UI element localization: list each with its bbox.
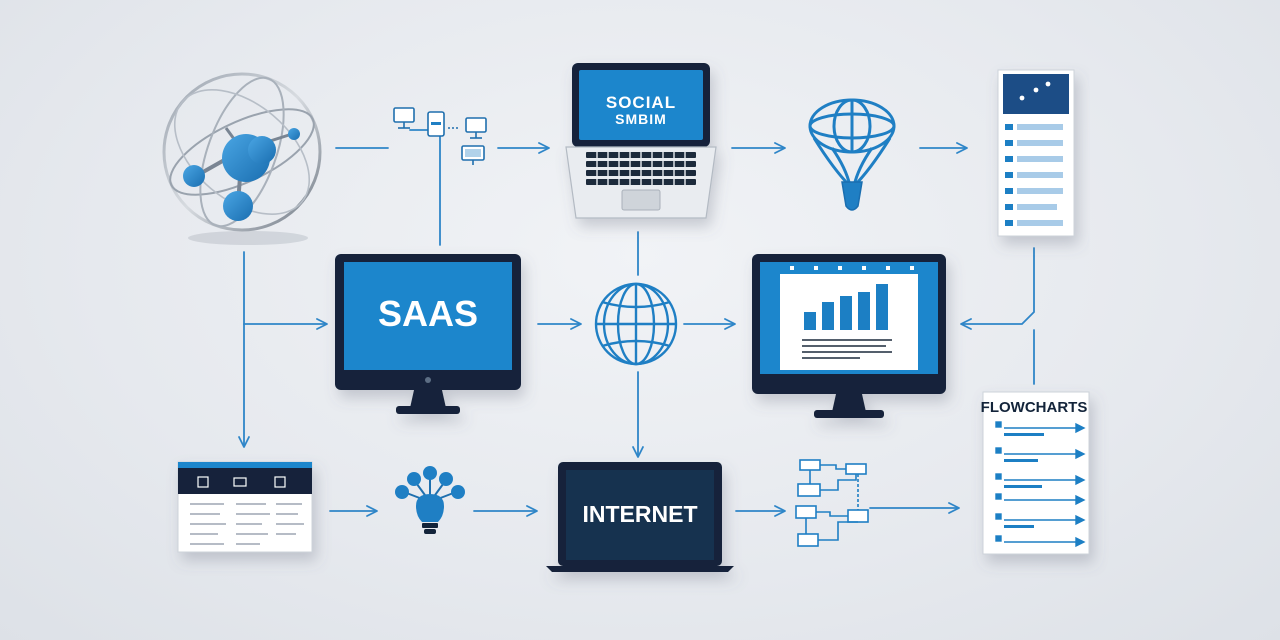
laptop-icon (565, 63, 717, 219)
bar-chart-monitor-icon (752, 254, 946, 418)
internet-label: INTERNET (583, 501, 698, 527)
flowchart-document-icon (982, 391, 1090, 555)
checklist-document-icon (997, 69, 1075, 237)
small-devices-icon (393, 107, 487, 165)
connector-globe-down-branch (243, 251, 328, 330)
mini-flowchart-icon (795, 459, 869, 547)
spreadsheet-window-icon (177, 461, 313, 553)
globe-network-icon (162, 72, 322, 245)
wire-globe-icon (594, 282, 678, 366)
laptop-icon (546, 462, 734, 572)
laptop-social-label-line1: SOCIAL (606, 93, 676, 112)
laptop-social-label-line2: SMBIM (615, 111, 667, 127)
monitor-icon (335, 254, 521, 414)
connectors (238, 129, 1035, 517)
connector-devices-to-saas (409, 129, 441, 246)
balloon-globe-icon (808, 98, 896, 211)
flowcharts-label: FLOWCHARTS (981, 399, 1088, 416)
lightbulb-network-icon (395, 466, 465, 534)
connector-checklist-to-chart (960, 247, 1035, 330)
saas-label: SAAS (378, 293, 478, 334)
